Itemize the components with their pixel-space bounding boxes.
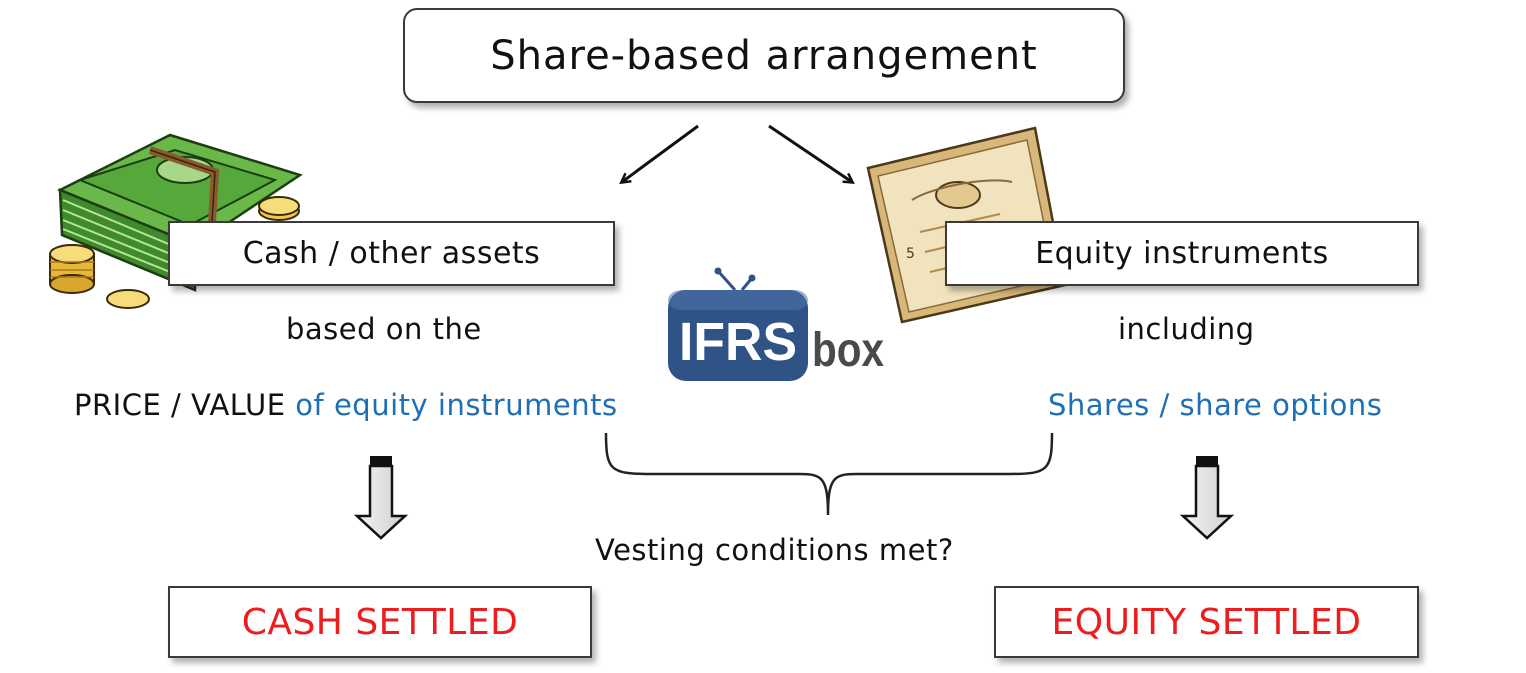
cash-settled-box: CASH SETTLED [168, 586, 592, 658]
price-value-text: PRICE / VALUE [74, 388, 296, 422]
cash-assets-box: Cash / other assets [168, 221, 615, 286]
arrow-to-equity [768, 124, 852, 182]
equity-settled-box: EQUITY SETTLED [994, 586, 1419, 658]
logo-main-text: IFRS [679, 312, 797, 372]
price-value-line: PRICE / VALUE of equity instruments [74, 388, 618, 422]
vesting-brace [604, 432, 1054, 516]
arrow-to-cash [622, 124, 699, 182]
down-arrow-left [353, 456, 409, 540]
down-arrow-right [1179, 456, 1235, 540]
shares-options-line: Shares / share options [1048, 388, 1383, 422]
equity-instruments-text: of equity instruments [295, 388, 618, 422]
ifrsbox-logo: IFRS box [668, 267, 884, 381]
vesting-question: Vesting conditions met? [595, 533, 954, 567]
right-caption: including [1118, 312, 1255, 346]
cash-settled-label: CASH SETTLED [241, 601, 519, 643]
equity-instruments-label: Equity instruments [1035, 236, 1329, 271]
logo-suffix-text: box [812, 324, 884, 377]
cash-assets-label: Cash / other assets [242, 236, 541, 271]
title-box: Share-based arrangement [403, 8, 1125, 103]
left-caption: based on the [286, 312, 482, 346]
svg-text:5: 5 [906, 246, 915, 262]
diagram-title: Share-based arrangement [490, 32, 1038, 79]
money-stack-icon [56, 133, 303, 292]
equity-settled-label: EQUITY SETTLED [1051, 601, 1362, 643]
equity-instruments-box: Equity instruments [945, 221, 1419, 286]
coins-icon [49, 196, 300, 309]
